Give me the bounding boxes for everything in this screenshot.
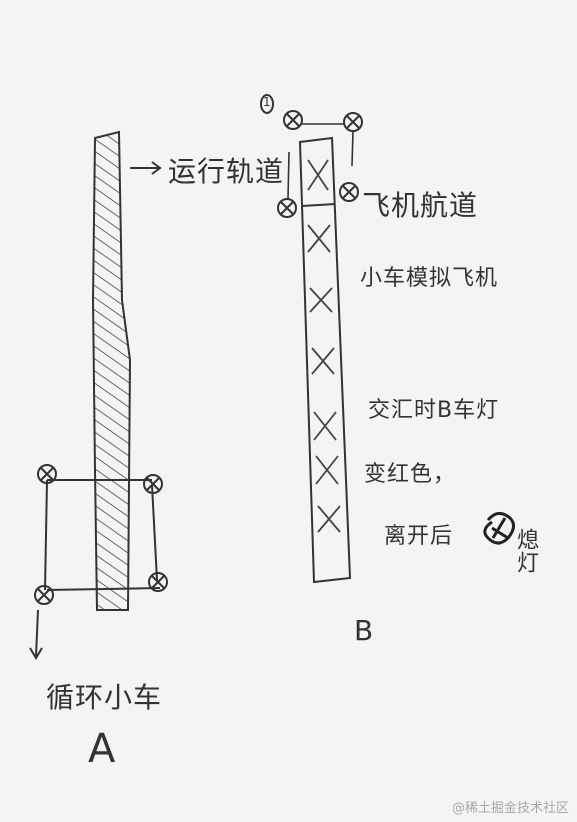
label-a: A [88, 726, 117, 772]
marker-circle [260, 94, 274, 114]
flight-path-b [298, 136, 352, 584]
loop-car-a [44, 479, 161, 591]
lamp-icon [34, 585, 54, 605]
track-pointer-arrow [130, 161, 162, 175]
flight-path-x-marks [307, 159, 341, 533]
lamp-connector [287, 123, 354, 200]
lamp-icon [283, 110, 303, 130]
intersect-rule-line-4: 熄灯 [513, 528, 538, 574]
lamp-icon [143, 474, 163, 494]
loop-direction-arrow [29, 609, 43, 660]
lamp-icon [339, 182, 359, 202]
lamp-icon [37, 464, 57, 484]
intersect-rule-line-1: 交汇时B车灯 [368, 398, 500, 423]
loop-car-label: 循环小车 [46, 681, 163, 714]
track-label: 运行轨道 [168, 155, 285, 188]
lamp-icon [343, 112, 363, 132]
label-b: B [354, 614, 375, 647]
intersect-rule-line-3: 离开后 [384, 524, 454, 549]
track-a [91, 130, 132, 611]
marker-number: 1 [263, 95, 272, 109]
small-car-plane-label: 小车模拟飞机 [360, 266, 499, 291]
lamp-icon [148, 572, 168, 592]
scribble [483, 512, 515, 545]
flight-path-label: 飞机航道 [362, 189, 479, 222]
intersect-rule-line-2: 变红色， [364, 462, 457, 487]
lamp-icon [277, 198, 297, 218]
watermark: @稀土掘金技术社区 [451, 801, 569, 816]
